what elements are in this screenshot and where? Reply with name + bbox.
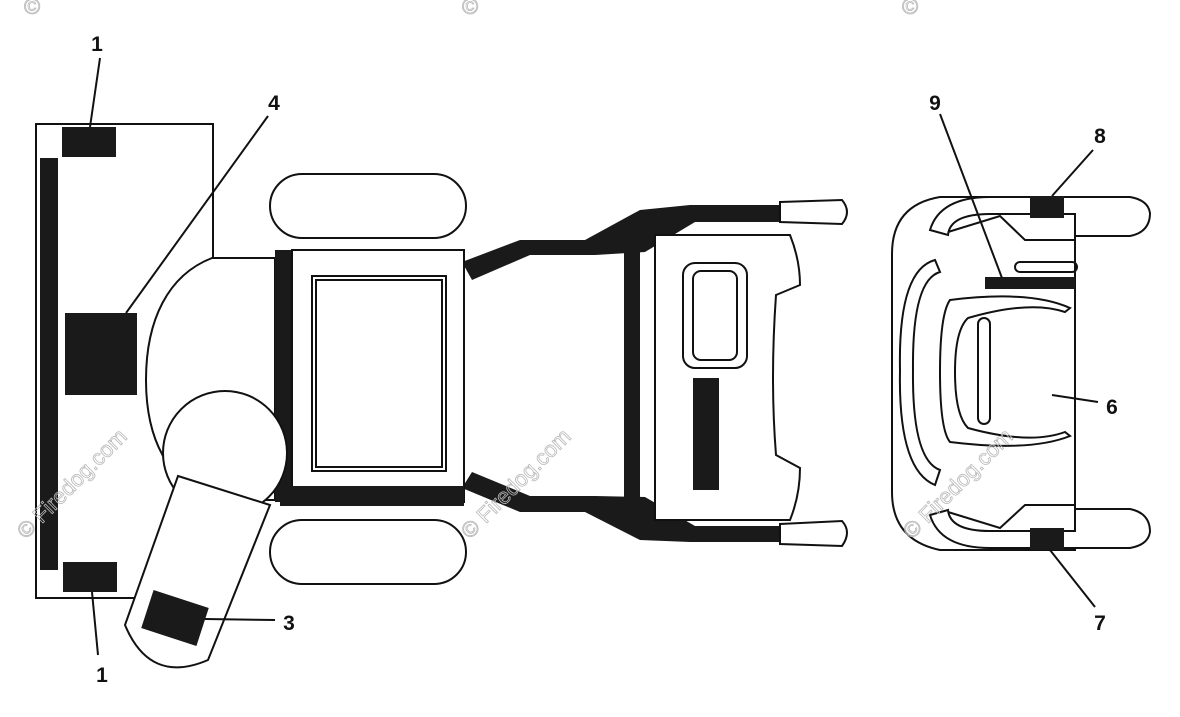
callout-9: 9 bbox=[929, 92, 941, 115]
callout-3: 3 bbox=[283, 612, 295, 635]
rear-tire-bottom bbox=[269, 519, 467, 585]
shroud-left-rib bbox=[898, 258, 942, 487]
shroud-body bbox=[891, 196, 1076, 551]
console-slot bbox=[977, 317, 991, 425]
grass-chute bbox=[123, 390, 288, 669]
decal-8 bbox=[1030, 196, 1064, 218]
decal-9 bbox=[985, 277, 1075, 289]
rear-tire-top bbox=[269, 173, 467, 239]
frame-crossmember bbox=[624, 245, 640, 507]
seat-frame bbox=[311, 275, 447, 472]
hood-vent bbox=[682, 262, 748, 369]
decal-1-bottom bbox=[63, 562, 117, 592]
watermark-corner-left: © bbox=[24, 0, 40, 19]
decal-1-top bbox=[62, 127, 116, 157]
bumper-top bbox=[928, 196, 1152, 237]
vehicle-top-view bbox=[35, 123, 848, 669]
decal-4 bbox=[65, 313, 137, 395]
callout-6: 6 bbox=[1106, 396, 1118, 419]
axle-end-top bbox=[779, 198, 848, 226]
callout-4: 4 bbox=[268, 92, 280, 115]
callout-8: 8 bbox=[1094, 125, 1106, 148]
frame-rail-top bbox=[462, 205, 780, 280]
axle-end-bottom bbox=[779, 519, 848, 548]
decal-7 bbox=[1030, 528, 1064, 550]
frame-rail-bottom bbox=[462, 472, 780, 542]
watermark-corner-middle: © bbox=[462, 0, 478, 19]
leader-lines bbox=[89, 57, 1099, 656]
console bbox=[938, 295, 1072, 447]
callout-1-bottom: 1 bbox=[96, 664, 108, 687]
front-shroud-view bbox=[891, 196, 1152, 551]
callout-1-top: 1 bbox=[91, 33, 103, 56]
decal-3 bbox=[141, 590, 209, 646]
bumper-bottom bbox=[928, 508, 1152, 549]
callout-7: 7 bbox=[1094, 612, 1106, 635]
hood-decal bbox=[693, 378, 719, 490]
deck-rail bbox=[40, 158, 58, 570]
watermark-corner-right: © bbox=[902, 0, 918, 19]
